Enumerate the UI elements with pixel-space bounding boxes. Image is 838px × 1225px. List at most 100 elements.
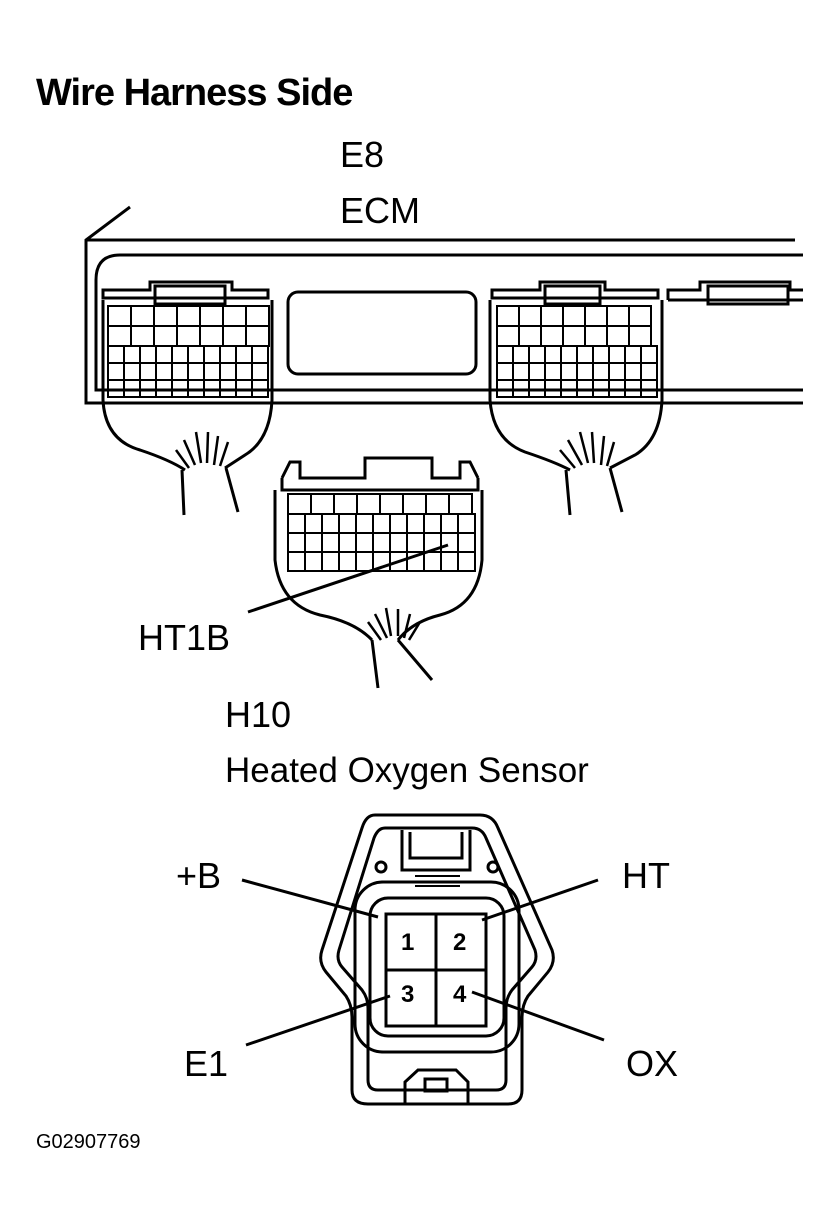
leader-pin-1 bbox=[241, 878, 379, 919]
connector-cavity bbox=[155, 362, 173, 381]
connector-cavity bbox=[287, 513, 306, 534]
connector-cavity bbox=[321, 551, 340, 572]
connector-cavity bbox=[640, 345, 658, 364]
connector-cavity bbox=[512, 345, 530, 364]
connector-cavity bbox=[562, 325, 586, 347]
connector-cavity bbox=[203, 362, 221, 381]
connector-cavity bbox=[139, 362, 157, 381]
connector-cavity bbox=[287, 532, 306, 553]
connector-cavity bbox=[584, 305, 608, 327]
connector-cavity bbox=[287, 493, 312, 515]
sensor-connector bbox=[319, 813, 555, 1106]
connector-cavity bbox=[187, 345, 205, 364]
connector-cavity bbox=[304, 532, 323, 553]
connector-cavity bbox=[107, 325, 132, 347]
leader-pin-2 bbox=[481, 878, 599, 922]
connector-cavity bbox=[356, 493, 381, 515]
connector-cavity bbox=[440, 513, 459, 534]
connector-cavity bbox=[425, 493, 450, 515]
connector-cavity bbox=[624, 345, 642, 364]
connector-cavity bbox=[562, 305, 586, 327]
pin-number-4: 4 bbox=[453, 981, 467, 1008]
connector-cavity bbox=[512, 362, 530, 381]
leader-pin-4 bbox=[471, 990, 605, 1042]
connector-cavity bbox=[130, 305, 155, 327]
connector-cavity bbox=[544, 362, 562, 381]
ecm-label-window bbox=[286, 290, 478, 376]
connector-cavity bbox=[355, 513, 374, 534]
sensor-name-label: Heated Oxygen Sensor bbox=[225, 751, 589, 790]
connector-cavity bbox=[496, 345, 514, 364]
connector-cavity bbox=[130, 325, 155, 347]
connector-cavity bbox=[576, 362, 594, 381]
pin-number-3: 3 bbox=[401, 981, 415, 1008]
connector-cavity bbox=[540, 305, 564, 327]
connector-cavity bbox=[379, 493, 404, 515]
ht1b-label: HT1B bbox=[138, 617, 231, 658]
pin-leader-lines bbox=[241, 878, 605, 1047]
connector-cavity bbox=[518, 325, 542, 347]
connector-cavity bbox=[540, 325, 564, 347]
connector-cavity bbox=[139, 345, 157, 364]
connector-cavity bbox=[219, 362, 237, 381]
ecm-connector-partial bbox=[666, 280, 803, 306]
connector-cavity bbox=[304, 551, 323, 572]
connector-cavity bbox=[287, 551, 306, 572]
connector-cavity bbox=[171, 362, 189, 381]
connector-cavity bbox=[107, 362, 125, 381]
pin-number-2: 2 bbox=[453, 929, 467, 956]
connector-cavity bbox=[304, 513, 323, 534]
terminal-label-pin-2: HT bbox=[622, 855, 670, 896]
connector-cavity bbox=[640, 379, 658, 398]
ecm-code-label: E8 bbox=[340, 134, 385, 175]
connector-cavity bbox=[457, 551, 476, 572]
connector-cavity bbox=[560, 345, 578, 364]
connector-cavity bbox=[608, 345, 626, 364]
ht1b-pin-grid bbox=[287, 493, 476, 572]
connector-cavity bbox=[448, 493, 473, 515]
connector-cavity bbox=[203, 345, 221, 364]
figure-code: G02907769 bbox=[36, 1131, 141, 1153]
connector-cavity bbox=[187, 362, 205, 381]
terminal-label-pin-4: OX bbox=[626, 1043, 679, 1084]
connector-cavity bbox=[153, 305, 178, 327]
ecm-connector-left bbox=[101, 280, 274, 516]
connector-cavity bbox=[423, 551, 442, 572]
connector-cavity bbox=[333, 493, 358, 515]
connector-cavity bbox=[606, 325, 630, 347]
connector-cavity bbox=[176, 325, 201, 347]
connector-cavity bbox=[560, 362, 578, 381]
connector-cavity bbox=[440, 532, 459, 553]
connector-cavity bbox=[251, 379, 269, 398]
ht1b-connector bbox=[247, 456, 484, 689]
connector-cavity bbox=[153, 325, 178, 347]
connector-cavity bbox=[528, 362, 546, 381]
connector-cavity bbox=[406, 532, 425, 553]
connector-cavity bbox=[310, 493, 335, 515]
connector-cavity bbox=[372, 532, 391, 553]
connector-cavity bbox=[235, 345, 253, 364]
connector-cavity bbox=[518, 305, 542, 327]
terminal-label-pin-3: E1 bbox=[184, 1043, 229, 1084]
connector-cavity bbox=[338, 532, 357, 553]
connector-cavity bbox=[628, 325, 652, 347]
connector-cavity bbox=[406, 513, 425, 534]
connector-cavity bbox=[245, 305, 270, 327]
connector-cavity bbox=[640, 362, 658, 381]
connector-cavity bbox=[528, 345, 546, 364]
connector-cavity bbox=[222, 325, 247, 347]
pin-number-1: 1 bbox=[401, 929, 415, 956]
connector-cavity bbox=[107, 345, 125, 364]
connector-cavity bbox=[355, 532, 374, 553]
connector-cavity bbox=[199, 325, 224, 347]
connector-cavity bbox=[251, 345, 269, 364]
ecm-connector-right bbox=[488, 280, 664, 516]
connector-cavity bbox=[338, 513, 357, 534]
connector-cavity bbox=[199, 305, 224, 327]
connector-cavity bbox=[123, 345, 141, 364]
connector-cavity bbox=[584, 325, 608, 347]
connector-cavity bbox=[457, 532, 476, 553]
leader-pin-3 bbox=[245, 994, 391, 1047]
connector-cavity bbox=[402, 493, 427, 515]
ecm-right-pin-grid bbox=[496, 305, 658, 398]
